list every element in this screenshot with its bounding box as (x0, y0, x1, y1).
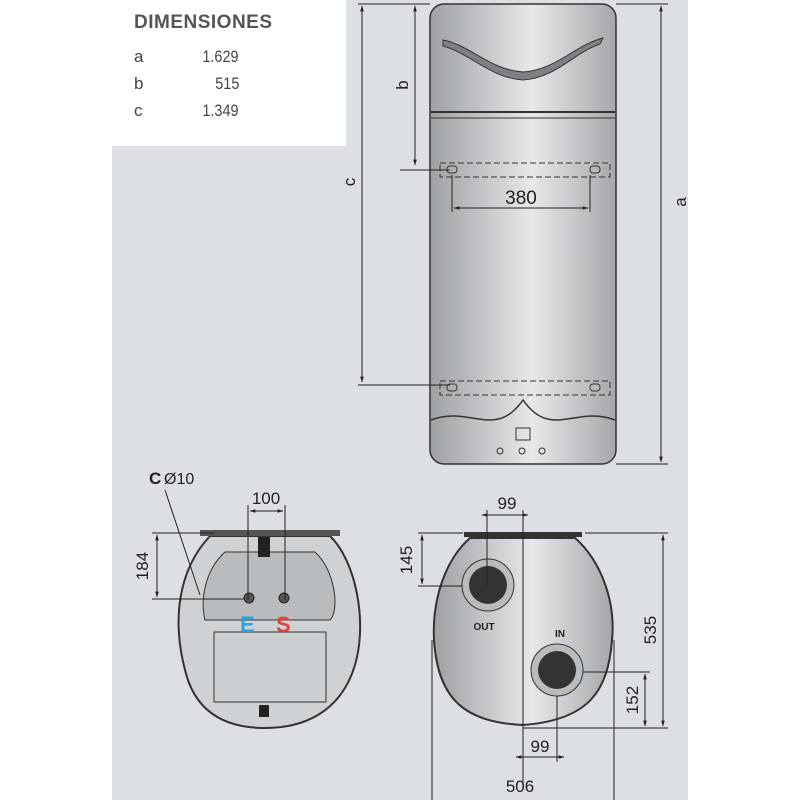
out-label: OUT (473, 622, 494, 633)
connector-label: C (149, 469, 161, 488)
bracket-spacing-label: 380 (505, 188, 537, 209)
depth-label: 535 (641, 616, 660, 644)
water-heater-body (429, 3, 617, 465)
outlet-label-s: S (276, 612, 291, 637)
in-offset-y-label: 152 (623, 686, 642, 714)
dimensions-table: DIMENSIONES a 1.629 b 515 c 1.349 (112, 0, 346, 146)
dimension-value: 515 (214, 74, 239, 93)
width-label: 506 (506, 777, 534, 796)
dimension-key: c (134, 101, 143, 120)
out-offset-y-label: 145 (397, 546, 416, 574)
dim-c-label: c (340, 177, 359, 186)
bottom-panel (430, 398, 616, 421)
top-vent-grille (442, 37, 604, 81)
lower-bracket (439, 380, 611, 396)
bottom-view: C Ø10 100 184 E S (133, 469, 362, 730)
in-label: IN (555, 629, 565, 640)
dimensions-title: DIMENSIONES (134, 12, 273, 33)
in-offset-x-label: 99 (531, 737, 550, 756)
dimension-value: 1.349 (202, 101, 239, 120)
front-view: 380 b c a (340, 3, 690, 465)
dimension-key: a (134, 47, 144, 66)
dimension-key: b (134, 74, 144, 93)
top-view: OUT IN 99 145 535 152 99 506 (397, 494, 668, 800)
dimension-value: 1.629 (202, 47, 239, 66)
out-offset-x-label: 99 (498, 494, 517, 513)
pipe-spacing-label: 100 (252, 489, 280, 508)
inlet-label-e: E (240, 612, 255, 637)
pipe-height-label: 184 (133, 552, 152, 580)
dim-b-label: b (393, 80, 412, 89)
connector-diameter: Ø10 (164, 471, 194, 488)
dim-a-label: a (671, 197, 690, 207)
